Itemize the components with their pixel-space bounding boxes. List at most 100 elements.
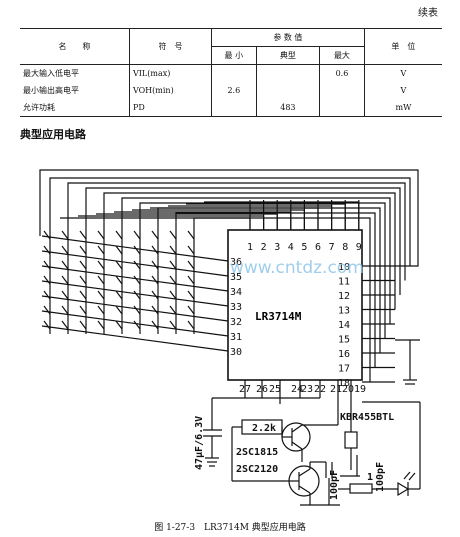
pin-label: 24 — [291, 384, 303, 395]
matrix-row — [41, 235, 229, 262]
capacitor1-label: 47μF/6.3V — [194, 416, 205, 470]
matrix-switch — [43, 260, 51, 270]
row-max: 0.6 — [319, 64, 365, 82]
matrix-switch — [115, 290, 123, 300]
row-typ — [255, 82, 320, 99]
section-title: 典型应用电路 — [20, 128, 86, 141]
route-wire — [67, 182, 406, 281]
ceramic-resonator — [344, 431, 358, 449]
pin-label: 1 — [247, 242, 253, 253]
col-unit-header: 单 位 — [363, 28, 442, 65]
matrix-switch — [97, 260, 105, 270]
col-max-header: 最大 — [319, 46, 365, 65]
matrix-switch — [61, 290, 69, 300]
matrix-switch — [169, 230, 177, 240]
route-wire — [103, 192, 396, 310]
resistor-label: 2.2k — [252, 423, 276, 434]
col-typ-header: 典型 — [255, 46, 320, 65]
matrix-switch — [79, 305, 87, 315]
matrix-switch — [43, 320, 51, 330]
pin-label: 15 — [338, 335, 350, 346]
matrix-switch — [61, 260, 69, 270]
matrix-switch — [79, 290, 87, 300]
matrix-switch — [115, 230, 123, 240]
matrix-switch — [43, 275, 51, 285]
row-symbol: VOH(min) — [128, 82, 212, 99]
pin-label: 35 — [230, 272, 242, 283]
matrix-switch — [187, 260, 195, 270]
matrix-switch — [61, 245, 69, 255]
resistor2-label: 1 — [367, 472, 373, 483]
table-row: 允许功耗 PD 483 mW — [20, 99, 442, 117]
matrix-row — [41, 265, 229, 292]
matrix-switch — [169, 290, 177, 300]
matrix-switch — [187, 245, 195, 255]
matrix-switch — [151, 320, 159, 330]
pin-label: 14 — [338, 320, 350, 331]
matrix-switch — [151, 245, 159, 255]
matrix-row — [41, 310, 229, 337]
bottom-circuit — [203, 339, 421, 506]
row-typ: 483 — [255, 99, 320, 117]
pin-label: 9 — [356, 242, 362, 253]
pin-label: 3 — [274, 242, 280, 253]
matrix-switch — [133, 275, 141, 285]
parameter-table: 名 称 符 号 参 数 值 单 位 最 小 典型 最大 最大输入低电平 VIL(… — [20, 28, 442, 117]
pin-label: 20 — [342, 384, 354, 395]
pin-label: 21 — [330, 384, 342, 395]
matrix-switch — [169, 245, 177, 255]
pin-label: 31 — [230, 332, 242, 343]
matrix-switch — [79, 245, 87, 255]
row-unit: V — [363, 82, 442, 99]
table-row: 最大输入低电平 VIL(max) 0.6 V — [20, 64, 442, 82]
route-wire — [114, 211, 292, 230]
transistor2-label: 2SC2120 — [236, 464, 278, 475]
matrix-switch — [61, 275, 69, 285]
matrix-switch — [151, 260, 159, 270]
pin-label: 23 — [301, 384, 313, 395]
pin-label: 8 — [342, 242, 348, 253]
matrix-switch — [115, 275, 123, 285]
pin-label: 4 — [288, 242, 294, 253]
pin-label: 10 — [338, 262, 350, 273]
matrix-switch — [169, 305, 177, 315]
route-wire — [49, 177, 411, 266]
matrix-row — [41, 250, 229, 277]
route-wire — [132, 209, 305, 230]
continued-label: 续表 — [418, 8, 438, 19]
capacitor3-label: 100pF — [375, 462, 386, 492]
matrix-switch — [133, 245, 141, 255]
resonator-label: KBR455BTL — [340, 412, 394, 423]
row-unit: mW — [363, 99, 442, 117]
matrix-switch — [151, 305, 159, 315]
capacitor2-label: 100pF — [329, 470, 340, 500]
matrix-switch — [151, 230, 159, 240]
component-labels: 2.2k 2SC1815 2SC2120 47μF/6.3V 100pF 100… — [194, 412, 394, 500]
matrix-switch — [97, 230, 105, 240]
pin-label: 13 — [338, 306, 350, 317]
matrix-switch — [133, 260, 141, 270]
row-symbol: VIL(max) — [128, 64, 212, 82]
matrix-switch — [133, 290, 141, 300]
matrix-switch — [115, 320, 123, 330]
matrix-switch — [115, 245, 123, 255]
matrix-switch — [61, 230, 69, 240]
matrix-switch — [61, 305, 69, 315]
matrix-switch — [43, 290, 51, 300]
matrix-switch — [133, 230, 141, 240]
pin-label: 32 — [230, 317, 242, 328]
col-params-header: 参 数 值 — [210, 28, 365, 47]
transistor1-label: 2SC1815 — [236, 447, 278, 458]
pin-label: 16 — [338, 349, 350, 360]
matrix-switch — [169, 275, 177, 285]
pin-label: 11 — [338, 277, 350, 288]
table-row: 最小输出高电平 VOH(min) 2.6 V — [20, 82, 442, 99]
matrix-switch — [97, 245, 105, 255]
matrix-switch — [79, 260, 87, 270]
matrix-row — [41, 295, 229, 322]
route-wire — [121, 197, 391, 324]
route-wire — [78, 215, 265, 230]
matrix-switch — [97, 320, 105, 330]
